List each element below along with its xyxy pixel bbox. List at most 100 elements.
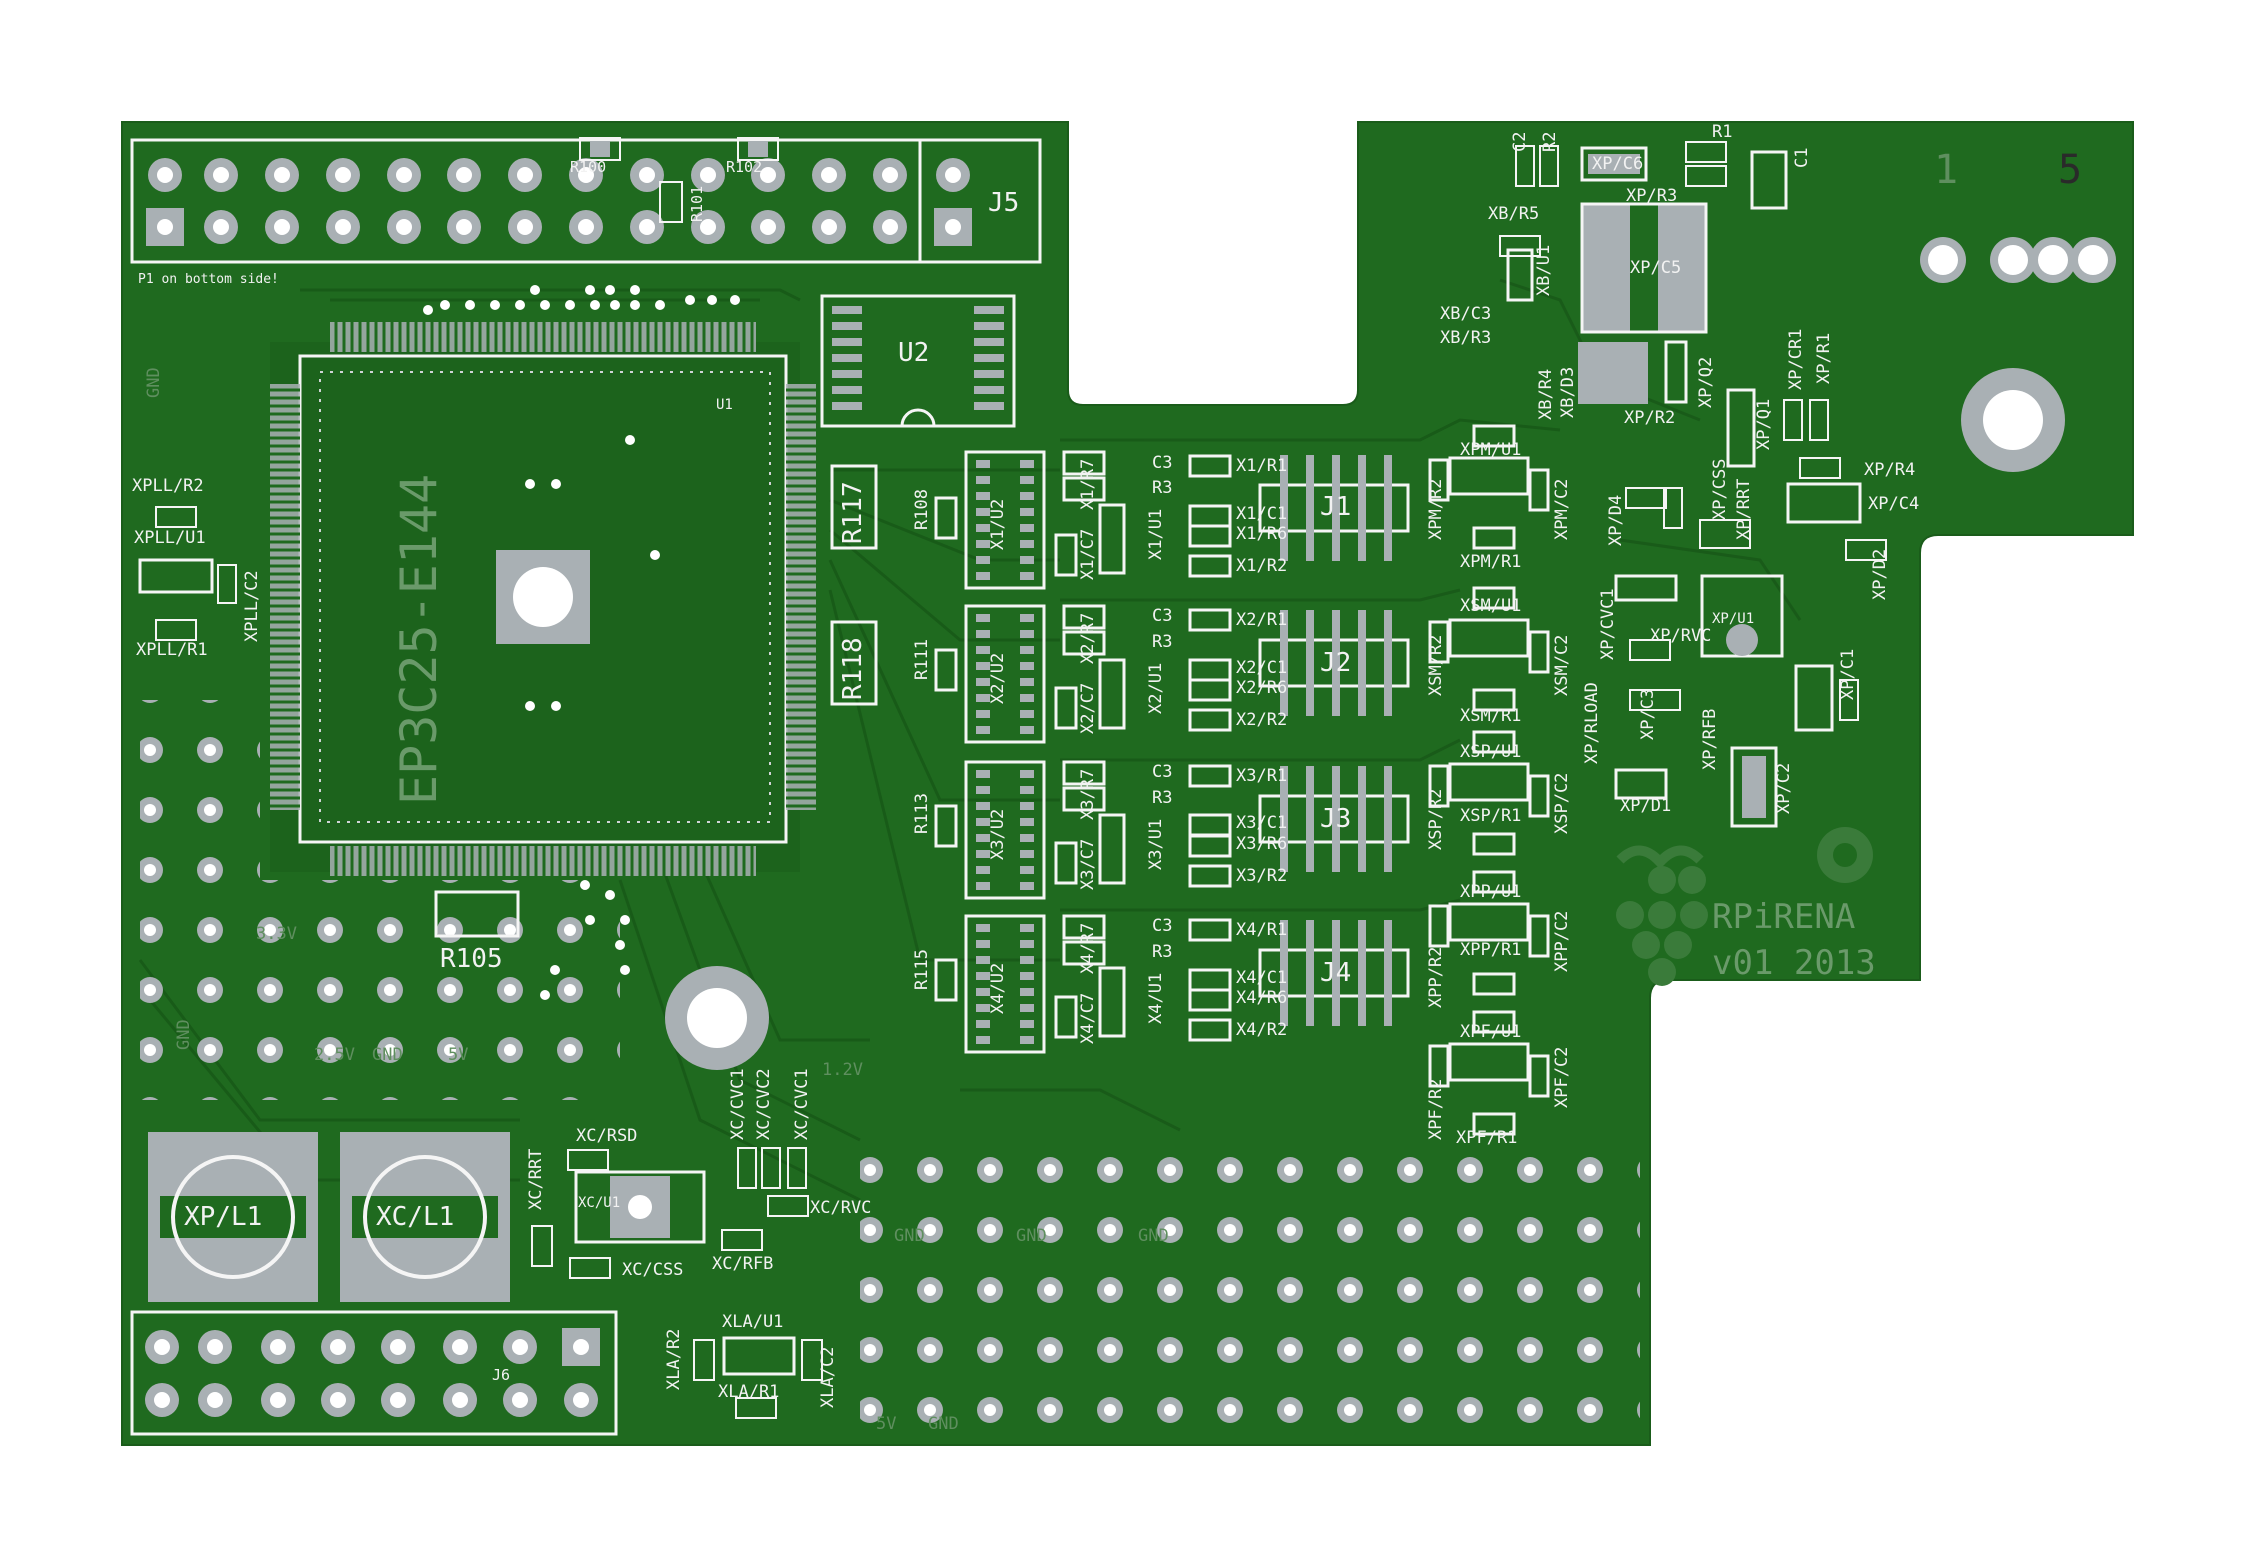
channel-pads	[976, 455, 1392, 1044]
ch1-r2: X1/R2	[1236, 556, 1288, 576]
ch3-r3: R3	[1152, 788, 1173, 808]
ch1-c1: X1/C1	[1236, 504, 1288, 524]
ref-xpll-r2: XPLL/R2	[132, 476, 204, 496]
ref-r2-top: R2	[1540, 131, 1560, 152]
eeprom-u2	[820, 294, 1016, 428]
ch3-r1: X3/R1	[1236, 766, 1288, 786]
ref-xp-r1: XP/R1	[1814, 332, 1834, 384]
ref-xp-c4: XP/C4	[1868, 494, 1920, 514]
connector-pin-1: 1	[1934, 147, 1959, 193]
fpga-ref: U1	[716, 397, 733, 413]
label-gnd-2: GND	[174, 1019, 194, 1050]
ref-xp-rrt: XP/RRT	[1734, 478, 1754, 540]
connector-pads	[1920, 237, 2116, 283]
ch4-c3: C3	[1152, 916, 1173, 936]
ch4-r2: X4/R2	[1236, 1020, 1288, 1040]
ref-xc-rfb: XC/RFB	[712, 1254, 774, 1274]
ch3-c7: X3/C7	[1078, 838, 1098, 890]
label-gnd-3: GND	[372, 1045, 403, 1065]
ref-xpp-r1: XPP/R1	[1460, 940, 1522, 960]
ref-xpp-c2: XPP/C2	[1552, 910, 1572, 972]
connector-pin-5: 5	[2058, 147, 2083, 193]
ch1-r3: R3	[1152, 478, 1173, 498]
raspberry-logo	[1616, 845, 1708, 986]
inductors	[148, 1132, 510, 1302]
eeprom-ref: U2	[898, 338, 930, 368]
ref-xp-c3: XP/C3	[1638, 688, 1658, 740]
ref-xpp-u1: XPP/U1	[1460, 882, 1522, 902]
ref-xpll-c2: XPLL/C2	[242, 570, 262, 642]
header-j6	[130, 1310, 618, 1436]
ref-xsp-r2: XSP/R2	[1426, 788, 1446, 850]
ref-r108: R108	[912, 489, 932, 530]
mounting-holes	[665, 368, 2065, 1070]
grid-gnd-4: GND	[928, 1414, 959, 1434]
ch2-u1: X2/U1	[1146, 662, 1166, 714]
ch4-r1: X4/R1	[1236, 920, 1288, 940]
ref-xla-r1: XLA/R1	[718, 1382, 780, 1402]
header-j6-label: J6	[492, 1366, 511, 1384]
ref-xsp-c2: XSP/C2	[1552, 772, 1572, 834]
ch2-r6: X2/R6	[1236, 678, 1288, 698]
ref-xla-r2: XLA/R2	[664, 1328, 684, 1390]
ch3-u1: X3/U1	[1146, 818, 1166, 870]
ref-xsp-u1: XSP/U1	[1460, 742, 1522, 762]
ch2-c3: C3	[1152, 606, 1173, 626]
ch3-r2: X3/R2	[1236, 866, 1288, 886]
oshw-gear-icon	[1817, 827, 1873, 883]
ref-xc-u1: XC/U1	[578, 1195, 621, 1211]
ref-c1-top: C1	[1792, 147, 1812, 168]
ref-xp-u1: XP/U1	[1712, 611, 1755, 627]
header-j5	[130, 137, 1042, 264]
ch1-r1: X1/R1	[1236, 456, 1288, 476]
ref-xp-d2: XP/D2	[1870, 548, 1890, 600]
ref-xc-cvc2: XC/CVC2	[754, 1068, 774, 1140]
ch4-c1: X4/C1	[1236, 968, 1288, 988]
ref-xp-d4: XP/D4	[1606, 494, 1626, 546]
label-gnd-1: GND	[144, 367, 164, 398]
ch3-j: J3	[1320, 804, 1352, 834]
ch4-r3: R3	[1152, 942, 1173, 962]
ref-xb-r4: XB/R4	[1536, 368, 1556, 420]
ref-r115: R115	[912, 949, 932, 990]
ref-r100: R100	[570, 158, 607, 176]
ch2-j: J2	[1320, 648, 1352, 678]
ref-xp-rload: XP/RLOAD	[1582, 682, 1602, 764]
ref-xpll-r1: XPLL/R1	[136, 640, 208, 660]
ref-xpp-r2: XPP/R2	[1426, 946, 1446, 1008]
grid-gnd-3: GND	[1138, 1226, 1169, 1246]
ref-xp-css: XP/CSS	[1710, 458, 1730, 520]
ref-r105: R105	[440, 944, 503, 974]
ref-xc-cvc1: XC/CVC1	[728, 1068, 748, 1140]
ch1-u1: X1/U1	[1146, 508, 1166, 560]
ch1-c7: X1/C7	[1078, 528, 1098, 580]
ref-xpf-r2: XPF/R2	[1426, 1078, 1446, 1140]
ref-xsp-r1: XSP/R1	[1460, 806, 1522, 826]
ref-xsm-c2: XSM/C2	[1552, 634, 1572, 696]
ref-xsm-r2: XSM/R2	[1426, 634, 1446, 696]
brand-version: v01 2013	[1712, 943, 1876, 983]
left-pads	[140, 700, 620, 1100]
ref-r113: R113	[912, 793, 932, 834]
ref-xpm-c2: XPM/C2	[1552, 478, 1572, 540]
ref-xpf-c2: XPF/C2	[1552, 1046, 1572, 1108]
ref-xpf-u1: XPF/U1	[1460, 1022, 1522, 1042]
ch4-c7: X4/C7	[1078, 992, 1098, 1044]
ref-xpf-r1: XPF/R1	[1456, 1128, 1518, 1148]
ref-xpll-u1: XPLL/U1	[134, 528, 206, 548]
ref-xc-cvc1-b: XC/CVC1	[792, 1068, 812, 1140]
ch2-r1: X2/R1	[1236, 610, 1288, 630]
fpga-part-number: EP3C25-E144	[390, 473, 448, 805]
ch1-j: J1	[1320, 492, 1352, 522]
ref-xb-c3: XB/C3	[1440, 304, 1492, 324]
ref-xp-q1: XP/Q1	[1754, 398, 1774, 450]
amplifier-blocks	[1428, 424, 1550, 1136]
ch1-r6: X1/R6	[1236, 524, 1288, 544]
ref-xp-r2: XP/R2	[1624, 408, 1676, 428]
ch2-r7: X2/R7	[1078, 612, 1098, 664]
ref-xpm-r1: XPM/R1	[1460, 552, 1522, 572]
ref-xb-u1: XB/U1	[1534, 244, 1554, 296]
ref-xp-rfb: XP/RFB	[1700, 708, 1720, 770]
ref-xb-r3: XB/R3	[1440, 328, 1492, 348]
